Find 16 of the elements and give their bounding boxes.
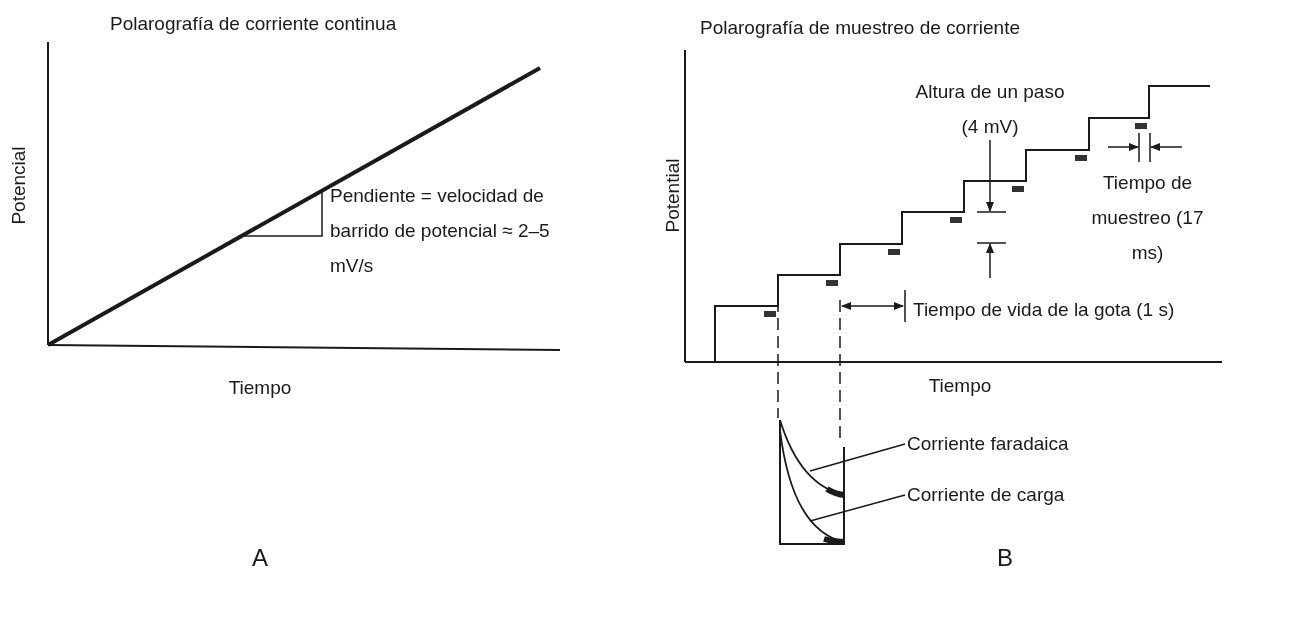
curve-label: Corriente faradaica <box>905 431 1085 457</box>
axis-label: Tiempo <box>927 374 993 398</box>
axis-label: Potencial <box>6 145 30 227</box>
leader-line <box>809 443 906 472</box>
annotation-text: Altura de un paso (4 mV) <box>914 80 1066 139</box>
axis-label: Potential <box>660 157 684 235</box>
panel-letter: A <box>251 543 269 573</box>
chart-title: Polarografía de corriente continua <box>110 12 398 36</box>
annotation-text: Tiempo de vida de la gota (1 s) <box>913 298 1176 322</box>
axis-label: Tiempo <box>227 376 293 400</box>
annotation-text: Tiempo de muestreo (17 ms) <box>1090 171 1205 265</box>
curve-label: Corriente de carga <box>905 482 1085 508</box>
panel-letter: B <box>996 543 1014 573</box>
leader-line <box>809 494 906 522</box>
chart-title: Polarografía de muestreo de corriente <box>700 16 1021 40</box>
annotation-text: Pendiente = velocidad de barrido de potencial ≈ 2–5 mV/s <box>330 184 551 278</box>
